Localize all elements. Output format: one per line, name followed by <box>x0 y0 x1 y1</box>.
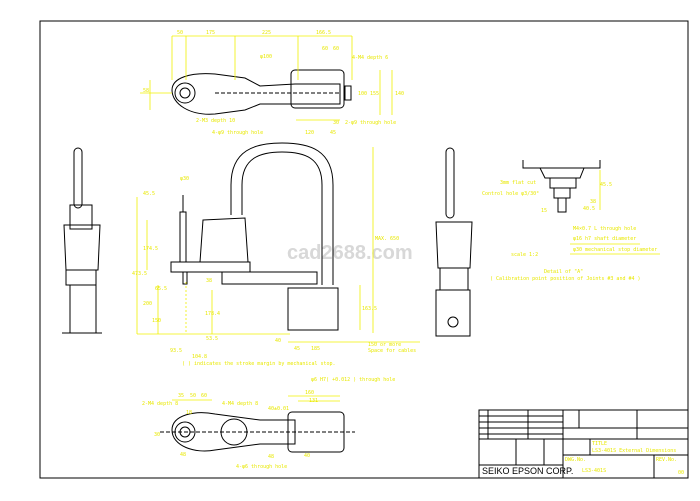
top-note: φ100 <box>260 54 272 60</box>
top-dim: 120 <box>305 130 314 136</box>
dwg-number: LS3-401S <box>582 468 606 474</box>
bottom-dim: 48 <box>268 454 274 460</box>
top-dim: 166.5 <box>316 30 331 36</box>
bottom-dim: 18 <box>186 410 192 416</box>
detail-dim: 45.5 <box>600 182 612 188</box>
company-name: SEIKO EPSON CORP. <box>482 466 573 476</box>
side-dim: 38 <box>206 278 212 284</box>
side-dim: 65.5 <box>155 286 167 292</box>
title-block: SEIKO EPSON CORP. TITLE LS3-401S Externa… <box>478 409 689 479</box>
side-dim: 150 <box>152 318 161 324</box>
detail-dim: 15 <box>541 208 547 214</box>
side-dim: 163.5 <box>362 306 377 312</box>
drawing-frame <box>39 20 689 479</box>
side-dim: 45 <box>294 346 300 352</box>
side-dim: 45.5 <box>143 191 155 197</box>
side-dim: 174.5 <box>143 246 158 252</box>
bottom-dim: 40 <box>304 453 310 459</box>
top-dim: 155 <box>370 91 379 97</box>
top-dim: 30 <box>333 120 339 126</box>
cable-note: Space for cables <box>368 348 416 354</box>
side-dim: 93.5 <box>170 348 182 354</box>
detail-dim: 38 <box>590 199 596 205</box>
title-label: TITLE <box>592 441 607 447</box>
top-note: 4-M4 depth 6 <box>352 55 388 61</box>
detail-scale: scale 1:2 <box>511 252 538 258</box>
top-dim: 58 <box>143 88 149 94</box>
detail-note: M4×0.7 L through hole <box>573 226 636 232</box>
side-dim: 178.4 <box>205 311 220 317</box>
side-view: φ30 45.5 174.5 473.5 38 65.5 200 150 53.… <box>132 142 420 367</box>
bottom-dim: 40±0.01 <box>268 406 289 412</box>
detail-subtitle: ( Calibration point position of Joints #… <box>490 276 641 282</box>
top-dim: 100 <box>358 91 367 97</box>
top-note: 2-M3 depth 10 <box>196 118 235 124</box>
side-dim: 53.5 <box>206 336 218 342</box>
top-note: 4-φ9 through hole <box>212 130 263 136</box>
side-dim: 40 <box>275 338 281 344</box>
bottom-dim: 60 <box>201 393 207 399</box>
detail-note: φ16 h7 shaft diameter <box>573 236 636 242</box>
bottom-note: φ6 H7( +0.012 ) through hole <box>311 377 395 383</box>
bottom-note: 4-φ6 through hole <box>236 464 287 470</box>
right-view <box>435 147 473 337</box>
bottom-dim: 160 <box>305 390 314 396</box>
bottom-dim: 131 <box>309 398 318 404</box>
top-dim: 225 <box>262 30 271 36</box>
bottom-dim: 35 <box>178 393 184 399</box>
bottom-dim: 48 <box>180 452 186 458</box>
rev-number: 00 <box>678 470 684 476</box>
side-dim: 200 <box>143 301 152 307</box>
rev-label: REV.No. <box>656 457 677 463</box>
cable-note: 150 or more <box>368 342 401 348</box>
top-dim: 140 <box>395 91 404 97</box>
bottom-dim: 50 <box>190 393 196 399</box>
drawing-title: LS3-401S External Dimensions <box>592 448 676 454</box>
stroke-note: ( ) indicates the stroke margin by mecha… <box>182 361 336 367</box>
top-dim: 60 <box>322 46 328 52</box>
top-view: 50 175 225 166.5 60 60 155 140 100 120 4… <box>140 30 404 136</box>
detail-note: φ30 mechanical stop diameter <box>573 247 657 253</box>
side-dim: MAX. 650 <box>375 236 399 242</box>
detail-dim: 40.5 <box>583 206 595 212</box>
bottom-note: 2-M4 depth 8 <box>142 401 178 407</box>
watermark: cad2688.com <box>287 242 413 264</box>
side-dim: 104.8 <box>192 354 207 360</box>
detail-note: 3mm flat cut <box>500 180 536 186</box>
detail-a: 45.5 38 40.5 15 3mm flat cut Control hol… <box>482 160 660 282</box>
bottom-note: 4-M4 depth 8 <box>222 401 258 407</box>
bottom-dim: 30 <box>154 432 160 438</box>
bottom-view: 35 50 60 18 30 2-M4 depth 8 4-M4 depth 8… <box>142 377 395 470</box>
top-dim: 50 <box>177 30 183 36</box>
side-dim: 473.5 <box>132 271 147 277</box>
detail-note: Control hole φ3/30° <box>482 191 539 197</box>
top-dim: 60 <box>333 46 339 52</box>
top-dim: 175 <box>206 30 215 36</box>
side-dim: φ30 <box>180 176 189 182</box>
top-note: 2-φ9 through hole <box>345 120 396 126</box>
left-view <box>62 147 102 334</box>
detail-title: Detail of "A" <box>544 269 583 275</box>
dwg-label: DWG.No. <box>565 457 586 463</box>
top-dim: 45 <box>330 130 336 136</box>
side-dim: 185 <box>311 346 320 352</box>
